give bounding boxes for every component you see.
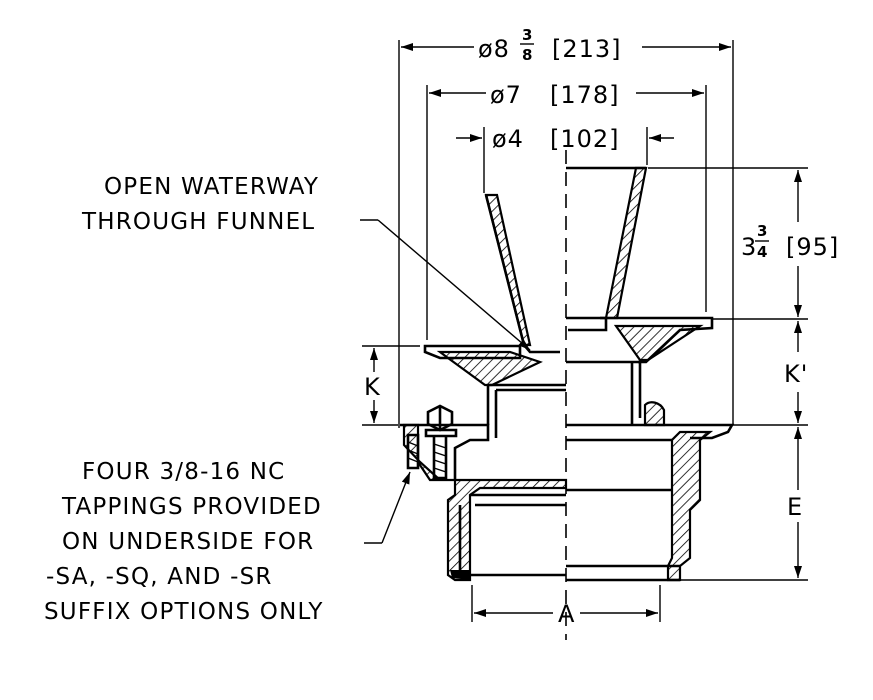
outer-diameter-frac-den: 8 [522,46,532,64]
callout-waterway: OPEN WATERWAY THROUGH FUNNEL [81,174,531,351]
e-label: E [787,493,803,521]
outer-diameter-metric: [213] [552,35,622,63]
adjustable-strainer [423,316,714,438]
dimension-e: E [678,427,808,581]
bolt-icon [406,404,458,480]
waterway-line-2: THROUGH FUNNEL [81,209,315,235]
tappings-line-2: TAPPINGS PROVIDED [61,494,322,520]
funnel-height-frac-den: 4 [757,243,767,261]
tappings-line-5: SUFFIX OPTIONS ONLY [44,599,324,625]
waterway-line-1: OPEN WATERWAY [104,174,319,200]
tappings-line-1: FOUR 3/8-16 NC [82,459,285,485]
tappings-line-4: -SA, -SQ, AND -SR [46,564,273,590]
funnel [484,166,648,354]
funnel-height-metric: [95] [786,233,839,261]
funnel-height-whole: 3 [741,233,757,261]
funnel-diameter-metric: [102] [550,125,620,153]
k-prime-label: K' [784,360,808,388]
funnel-height-frac-num: 3 [757,222,767,240]
outer-diameter-frac-num: 3 [522,26,532,44]
dimension-funnel-diameter: ø4 [102] [456,125,674,193]
drain-body [400,401,735,582]
k-label: K [364,373,381,401]
dimension-funnel-height: 3 3 4 [95] [648,167,839,320]
dimension-flange-diameter: ø7 [178] [426,81,707,340]
flange-diameter-metric: [178] [550,81,620,109]
callout-tappings: FOUR 3/8-16 NC TAPPINGS PROVIDED ON UNDE… [44,459,411,625]
outer-diameter-symbol: ø8 [478,35,510,63]
dimension-k-prime: K' [722,321,808,426]
dimension-outer-diameter: ø8 3 8 [213] [398,26,734,428]
flange-diameter-text: ø7 [490,81,522,109]
funnel-diameter-text: ø4 [492,125,524,153]
tappings-line-3: ON UNDERSIDE FOR [62,529,314,555]
dimension-k: K [362,345,420,426]
